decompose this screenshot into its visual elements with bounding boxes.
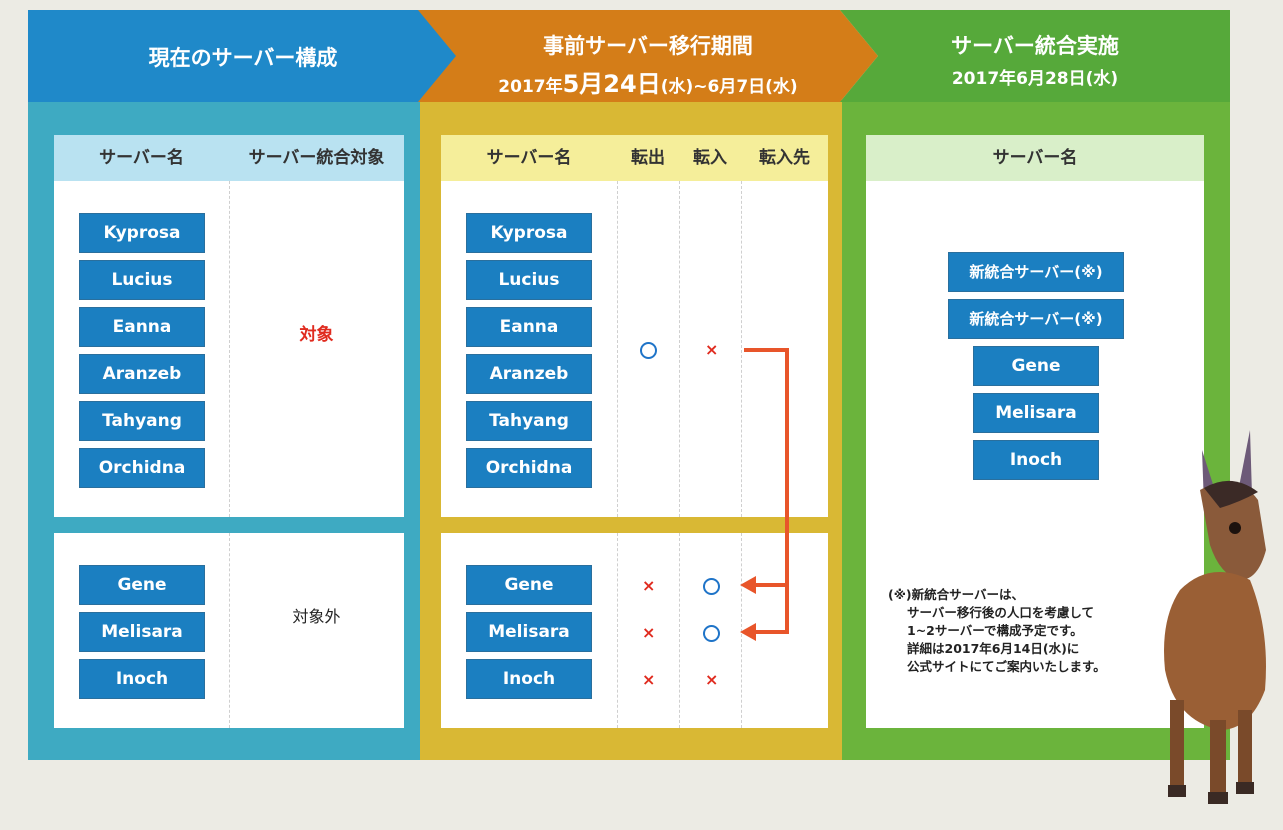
column-divider — [617, 181, 618, 517]
new-merged-server: 新統合サーバー(※) — [948, 299, 1124, 339]
col-transfer-out: 転出 — [617, 135, 679, 181]
column-divider — [617, 533, 618, 728]
current-config-title: 現在のサーバー構成 — [148, 46, 338, 70]
server-kyprosa: Kyprosa — [466, 213, 592, 253]
circle-icon — [703, 625, 720, 642]
col-server-name: サーバー名 — [441, 135, 617, 181]
server-gene: Gene — [973, 346, 1099, 386]
merge-header: サーバー統合実施 2017年6月28日(水) — [840, 10, 1230, 102]
new-merged-server: 新統合サーバー(※) — [948, 252, 1124, 292]
note-line: 1~2サーバーで構成予定です。 — [907, 623, 1083, 638]
server-tahyang: Tahyang — [466, 401, 592, 441]
target-label: 対象 — [299, 325, 334, 345]
server-inoch: Inoch — [79, 659, 205, 699]
note-line: 詳細は2017年6月14日(水)に — [907, 641, 1080, 656]
column-divider — [229, 181, 230, 517]
col-transfer-destination: 転入先 — [741, 135, 828, 181]
server-inoch: Inoch — [973, 440, 1099, 480]
server-eanna: Eanna — [79, 307, 205, 347]
server-gene: Gene — [466, 565, 592, 605]
merge-title: サーバー統合実施 — [951, 34, 1119, 58]
server-melisara: Melisara — [973, 393, 1099, 433]
note-line: (※)新統合サーバーは、 — [888, 587, 1024, 602]
cross-icon: × — [642, 670, 656, 689]
col-transfer-in: 転入 — [679, 135, 741, 181]
server-melisara: Melisara — [79, 612, 205, 652]
col-merge-target: サーバー統合対象 — [229, 135, 404, 181]
server-orchidna: Orchidna — [79, 448, 205, 488]
column-divider — [229, 533, 230, 728]
server-inoch: Inoch — [466, 659, 592, 699]
server-eanna: Eanna — [466, 307, 592, 347]
server-melisara: Melisara — [466, 612, 592, 652]
note-line: サーバー移行後の人口を考慮して — [907, 605, 1095, 620]
server-gene: Gene — [79, 565, 205, 605]
server-orchidna: Orchidna — [466, 448, 592, 488]
migration-period-header: 事前サーバー移行期間 2017年5月24日(水)~6月7日(水) — [418, 10, 878, 102]
col-server-name: サーバー名 — [54, 135, 229, 181]
circle-icon — [640, 342, 657, 359]
server-aranzeb: Aranzeb — [79, 354, 205, 394]
note-line: 公式サイトにてご案内いたします。 — [907, 659, 1106, 674]
migration-period-title: 事前サーバー移行期間 — [543, 34, 753, 58]
non-target-label: 対象外 — [292, 607, 341, 626]
column-divider — [679, 181, 680, 517]
merge-date: 2017年6月28日(水) — [951, 69, 1119, 89]
donkey-mascot-icon — [1164, 430, 1266, 804]
server-aranzeb: Aranzeb — [466, 354, 592, 394]
column-divider — [679, 533, 680, 728]
circle-icon — [703, 578, 720, 595]
col-server-name: サーバー名 — [866, 135, 1204, 181]
transfer-arrow-icon — [740, 348, 789, 641]
server-lucius: Lucius — [466, 260, 592, 300]
column-divider — [741, 181, 742, 517]
current-config-header: 現在のサーバー構成 — [28, 10, 458, 102]
server-tahyang: Tahyang — [79, 401, 205, 441]
migration-period-dates: 2017年5月24日(水)~6月7日(水) — [498, 70, 798, 98]
server-kyprosa: Kyprosa — [79, 213, 205, 253]
cross-icon: × — [705, 340, 719, 359]
server-lucius: Lucius — [79, 260, 205, 300]
cross-icon: × — [705, 670, 719, 689]
cross-icon: × — [642, 576, 656, 595]
column-divider — [741, 533, 742, 728]
cross-icon: × — [642, 623, 656, 642]
